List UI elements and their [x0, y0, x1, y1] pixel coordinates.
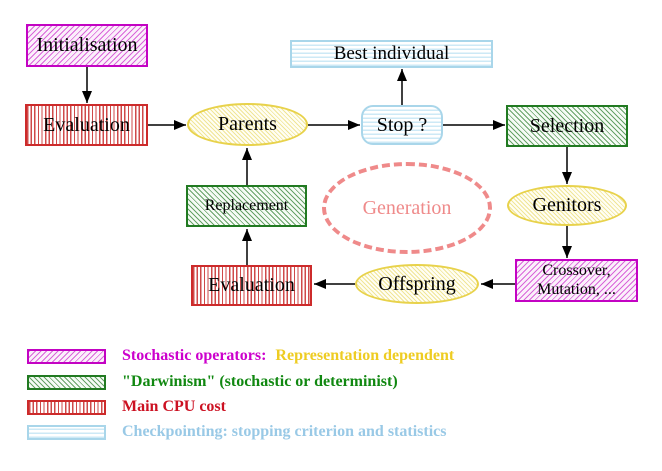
node-replacement-label: Replacement: [204, 196, 289, 214]
legend-label-checkpointing: Checkpointing: stopping criterion and st…: [122, 423, 447, 440]
node-genitors: Genitors: [507, 185, 627, 226]
node-stop-label: Stop ?: [376, 113, 428, 136]
node-parents-label: Parents: [218, 113, 277, 135]
node-best-individual: Best individual: [290, 40, 493, 68]
node-generation-label: Generation: [362, 196, 452, 219]
legend-label-darwinism: "Darwinism" (stochastic or determinist): [122, 373, 398, 390]
legend-row-darwinism: "Darwinism" (stochastic or determinist): [27, 373, 398, 391]
legend-swatch-cyan-stripes: [27, 424, 106, 440]
legend-label-representation-dependent: Representation dependent: [275, 347, 455, 364]
node-offspring: Offspring: [355, 264, 479, 304]
legend-label: Main CPU cost: [122, 398, 226, 416]
legend-label: "Darwinism" (stochastic or determinist): [122, 373, 398, 391]
node-replacement: Replacement: [186, 185, 307, 227]
legend-row-main-cpu-cost: Main CPU cost: [27, 398, 226, 416]
legend-label-main-cpu-cost: Main CPU cost: [122, 398, 226, 415]
node-stop: Stop ?: [361, 105, 443, 145]
legend-label: Checkpointing: stopping criterion and st…: [122, 423, 446, 441]
node-crossover-label-line1: Crossover,: [542, 262, 611, 280]
node-selection: Selection: [506, 105, 628, 147]
legend-swatch-magenta-hatch: [27, 348, 106, 364]
node-best-individual-label: Best individual: [333, 43, 450, 65]
legend-label-stochastic-operators: Stochastic operators:: [122, 347, 267, 364]
node-initialisation-label: Initialisation: [36, 34, 138, 56]
legend-row-checkpointing: Checkpointing: stopping criterion and st…: [27, 423, 446, 441]
node-generation-loop: Generation: [322, 162, 492, 254]
node-evaluation-top-label: Evaluation: [43, 113, 130, 136]
legend-row-stochastic-operators: Stochastic operators: Representation depe…: [27, 347, 454, 365]
node-evaluation-top: Evaluation: [25, 104, 148, 146]
node-initialisation: Initialisation: [26, 24, 148, 67]
legend-swatch-green-hatch: [27, 374, 106, 390]
legend-label: Stochastic operators: Representation depe…: [122, 347, 454, 365]
node-evaluation-bottom: Evaluation: [191, 265, 312, 306]
node-genitors-label: Genitors: [532, 194, 602, 216]
node-crossover-label-line2: Mutation, ...: [537, 280, 616, 298]
node-evaluation-bottom-label: Evaluation: [208, 274, 295, 296]
node-parents: Parents: [187, 103, 308, 146]
node-selection-label: Selection: [529, 114, 605, 137]
node-offspring-label: Offspring: [378, 272, 456, 295]
node-crossover-mutation: Crossover, Mutation, ...: [515, 259, 638, 302]
legend-swatch-red-stripes: [27, 399, 106, 415]
